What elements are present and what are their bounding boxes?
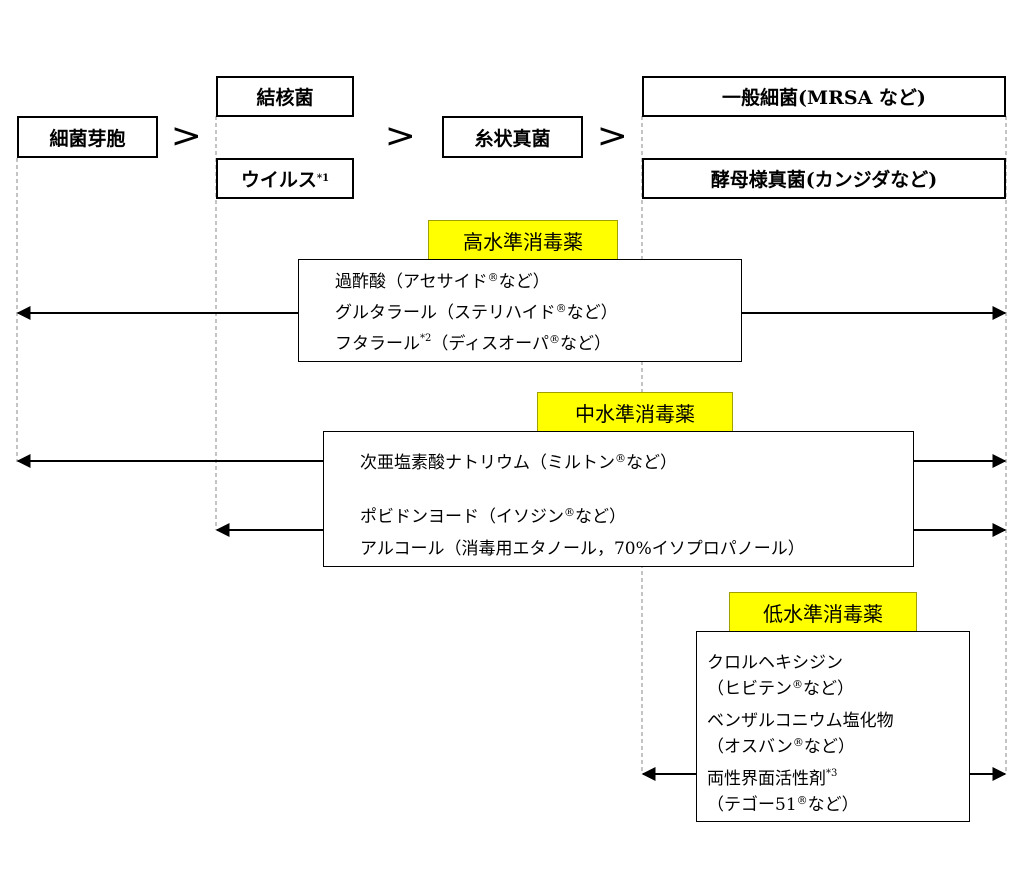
registered-mark: ® bbox=[549, 333, 561, 346]
drug-alcohol: アルコール（消毒用エタノール，70%イソプロパノール） bbox=[360, 534, 805, 559]
registered-mark: ® bbox=[615, 452, 626, 465]
greater-than-separator: > bbox=[170, 116, 202, 156]
drug-name: 両性界面活性剤 bbox=[707, 769, 826, 789]
organism-tb-box: 結核菌 bbox=[216, 76, 354, 117]
drug-suffix: など） bbox=[560, 334, 612, 354]
drug-suffix: など） bbox=[575, 507, 626, 527]
organism-yeast-box: 酵母様真菌(カンジダなど) bbox=[642, 158, 1006, 199]
low-level-label: 低水準消毒薬 bbox=[729, 592, 917, 632]
high-level-label: 高水準消毒薬 bbox=[428, 220, 618, 260]
registered-mark: ® bbox=[792, 678, 803, 691]
drug-suffix: など） bbox=[498, 272, 550, 292]
high-level-label-text: 高水準消毒薬 bbox=[463, 229, 583, 254]
organism-tb-label: 結核菌 bbox=[256, 87, 314, 109]
drug-glutaral: グルタラール（ステリハイド®など） bbox=[335, 298, 618, 323]
mid-level-label-text: 中水準消毒薬 bbox=[575, 401, 695, 426]
drug-name: グルタラール（ステリハイド bbox=[335, 303, 556, 323]
drug-suffix: など） bbox=[566, 303, 618, 323]
low-level-drug-box: クロルヘキシジン （ヒビテン®など） ベンザルコニウム塩化物 （オスバン®など）… bbox=[696, 631, 970, 822]
drug-povidone-iodine: ポビドンヨード（イソジン®など） bbox=[360, 502, 626, 527]
drug-amphoteric-surfactant-brand: （テゴー51®など） bbox=[707, 790, 859, 815]
drug-name: 過酢酸（アセサイド bbox=[335, 272, 488, 292]
mid-level-drug-box: 次亜塩素酸ナトリウム（ミルトン®など） ポビドンヨード（イソジン®など） アルコ… bbox=[323, 431, 914, 567]
organism-virus-box: ウイルス*1 bbox=[216, 158, 354, 199]
registered-mark: ® bbox=[792, 736, 804, 749]
high-level-drug-box: 過酢酸（アセサイド®など） グルタラール（ステリハイド®など） フタラール*2（… bbox=[298, 259, 742, 362]
drug-brand: （テゴー51 bbox=[707, 795, 797, 815]
drug-peracetic-acid: 過酢酸（アセサイド®など） bbox=[335, 267, 550, 292]
organism-fungus-label: 糸状真菌 bbox=[474, 127, 551, 150]
drug-chlorhexidine-brand: （ヒビテン®など） bbox=[707, 674, 854, 699]
drug-benzalkonium-brand: （オスバン®など） bbox=[707, 732, 855, 757]
drug-brand: （ディスオーパ bbox=[431, 334, 550, 354]
footnote-mark: *3 bbox=[826, 768, 838, 779]
organism-general-bacteria-label: 一般細菌(MRSA など) bbox=[722, 87, 926, 109]
drug-brand: （ヒビテン bbox=[707, 679, 792, 699]
registered-mark: ® bbox=[796, 794, 808, 807]
drug-name: 次亜塩素酸ナトリウム（ミルトン bbox=[360, 453, 615, 473]
drug-benzalkonium: ベンザルコニウム塩化物 bbox=[707, 706, 894, 731]
registered-mark: ® bbox=[564, 506, 575, 519]
drug-amphoteric-surfactant: 両性界面活性剤*3 bbox=[707, 764, 838, 790]
greater-than-separator: > bbox=[596, 116, 628, 156]
drug-suffix: など） bbox=[807, 795, 859, 815]
drug-chlorhexidine: クロルヘキシジン bbox=[707, 648, 843, 673]
drug-name: フタラール bbox=[335, 334, 420, 354]
mid-level-label: 中水準消毒薬 bbox=[537, 392, 733, 432]
footnote-mark: *2 bbox=[420, 333, 432, 344]
organism-spore-box: 細菌芽胞 bbox=[17, 116, 158, 158]
drug-name: ポビドンヨード（イソジン bbox=[360, 507, 564, 527]
greater-than-separator: > bbox=[384, 116, 416, 156]
drug-name: クロルヘキシジン bbox=[707, 653, 843, 673]
drug-phthalal: フタラール*2（ディスオーパ®など） bbox=[335, 329, 612, 355]
drug-suffix: など） bbox=[803, 679, 854, 699]
drug-suffix: など） bbox=[803, 737, 855, 757]
drug-name: アルコール（消毒用エタノール，70%イソプロパノール） bbox=[360, 539, 805, 559]
low-level-label-text: 低水準消毒薬 bbox=[763, 601, 883, 626]
drug-suffix: など） bbox=[626, 453, 677, 473]
drug-name: ベンザルコニウム塩化物 bbox=[707, 711, 894, 731]
registered-mark: ® bbox=[487, 271, 499, 284]
drug-sodium-hypochlorite: 次亜塩素酸ナトリウム（ミルトン®など） bbox=[360, 448, 677, 473]
organism-spore-label: 細菌芽胞 bbox=[49, 127, 126, 150]
organism-yeast-label: 酵母様真菌(カンジダなど) bbox=[710, 169, 938, 191]
registered-mark: ® bbox=[555, 302, 567, 315]
organism-virus-label: ウイルス bbox=[240, 169, 317, 191]
organism-general-bacteria-box: 一般細菌(MRSA など) bbox=[642, 76, 1006, 117]
drug-brand: （オスバン bbox=[707, 737, 793, 757]
organism-fungus-box: 糸状真菌 bbox=[442, 116, 583, 158]
